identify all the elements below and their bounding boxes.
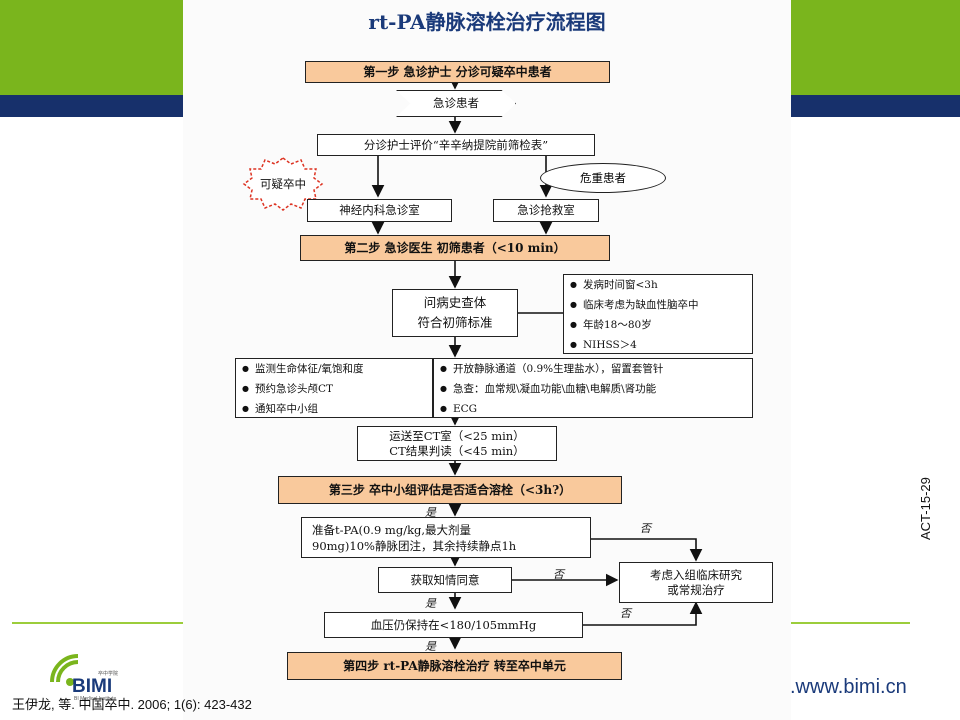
history-box: 问病史查体 符合初筛标准 (392, 289, 518, 337)
step3-box: 第三步 卒中小组评估是否适合溶栓（<3h?） (278, 476, 622, 504)
criteria-item: NIHSS＞4 (570, 335, 746, 355)
consent-box: 获取知情同意 (378, 567, 512, 593)
slide-id-label: ACT-15-29 (918, 477, 933, 540)
yes-label-consent: 是 (425, 597, 436, 610)
suspected-stroke-burst (242, 157, 324, 211)
criteria-item: 发病时间窗<3h (570, 275, 746, 295)
logo-subtitle: BI Medical Institute (74, 696, 117, 702)
step4-box: 第四步 rt-PA静脉溶栓治疗 转至卒中单元 (287, 652, 622, 680)
no-label-prep: 否 (640, 522, 651, 535)
criteria-item: 年龄18～80岁 (570, 315, 746, 335)
er-patient-box: 急诊患者 (396, 90, 516, 117)
yes-label-bp: 是 (425, 640, 436, 653)
footer-rule-right (790, 622, 910, 624)
no-label-bp: 否 (620, 607, 631, 620)
arrow-bp-no (583, 601, 703, 626)
ct-line1: 运送至CT室（<25 min） (389, 428, 525, 443)
prep-line2: 90mg)10%静脉团注，其余持续静点1h (312, 538, 517, 553)
arrow-prep-no (591, 538, 703, 562)
action-item: 通知卒中小组 (242, 399, 426, 419)
logo-cn-text: 卒中学院 (98, 671, 119, 677)
resus-room-box: 急诊抢救室 (493, 199, 599, 222)
prep-box: 准备t-PA(0.9 mg/kg,最大剂量 90mg)10%静脉团注，其余持续静… (301, 517, 591, 558)
criteria-item: 临床考虑为缺血性脑卒中 (570, 295, 746, 315)
action-item: 预约急诊头颅CT (242, 379, 426, 399)
criteria-list: 发病时间窗<3h 临床考虑为缺血性脑卒中 年龄18～80岁 NIHSS＞4 (563, 274, 753, 354)
actions-right-list: 开放静脉通道（0.9%生理盐水），留置套管针 急查：血常规\凝血功能\血糖\电解… (433, 358, 753, 418)
footer-rule-left (12, 622, 184, 624)
history-line2: 符合初筛标准 (417, 315, 493, 330)
alt-line2: 或常规治疗 (667, 582, 725, 597)
action-item: 急查：血常规\凝血功能\血糖\电解质\肾功能 (440, 379, 746, 399)
logo-name: BIMI (72, 676, 113, 697)
citation: 王伊龙, 等. 中国卒中. 2006; 1(6): 423-432 (12, 697, 252, 712)
step2-box: 第二步 急诊医生 初筛患者（<10 min） (300, 235, 610, 261)
step1-box: 第一步 急诊护士 分诊可疑卒中患者 (305, 61, 610, 83)
flowchart-title: rt-PA静脉溶栓治疗流程图 (368, 10, 606, 34)
action-item: ECG (440, 399, 746, 419)
history-line1: 问病史查体 (423, 295, 487, 310)
alt-line1: 考虑入组临床研究 (650, 567, 742, 582)
bimi-logo-icon (50, 654, 79, 686)
critical-patient-oval: 危重患者 (540, 163, 666, 193)
actions-left-list: 监测生命体征/氧饱和度 预约急诊头颅CT 通知卒中小组 (235, 358, 433, 418)
action-item: 监测生命体征/氧饱和度 (242, 359, 426, 379)
yes-label: 是 (425, 506, 436, 519)
ct-box: 运送至CT室（<25 min） CT结果判读（<45 min） (357, 426, 557, 461)
action-item: 开放静脉通道（0.9%生理盐水），留置套管针 (440, 359, 746, 379)
prep-line1: 准备t-PA(0.9 mg/kg,最大剂量 (312, 522, 472, 537)
neuro-er-box: 神经内科急诊室 (307, 199, 452, 222)
bp-box: 血压仍保持在<180/105mmHg (324, 612, 583, 638)
triage-box: 分诊护士评价“辛辛纳提院前筛检表” (317, 134, 595, 156)
no-label-consent: 否 (553, 568, 564, 581)
website-url[interactable]: .www.bimi.cn (790, 676, 907, 698)
suspected-stroke-label: 可疑卒中 (260, 177, 306, 191)
ct-line2: CT结果判读（<45 min） (389, 443, 525, 458)
alt-treatment-box: 考虑入组临床研究 或常规治疗 (619, 562, 773, 603)
